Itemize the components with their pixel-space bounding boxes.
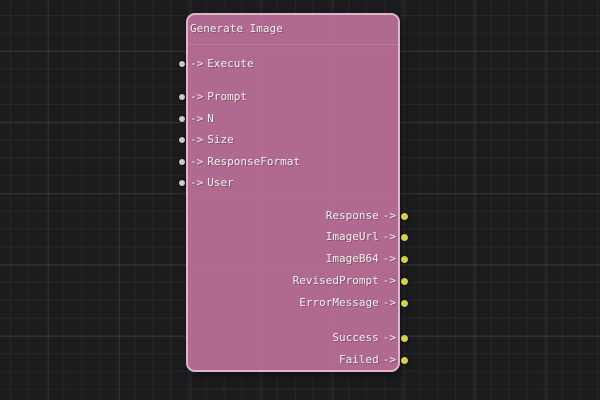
- input-pin-size[interactable]: [179, 137, 185, 143]
- input-label-size: Size: [207, 133, 234, 146]
- output-label-success: Success: [332, 331, 379, 344]
- pin-arrow-icon: ->: [382, 274, 396, 287]
- generate-image-node[interactable]: Generate Image -> Execute -> Prompt -> N…: [179, 13, 408, 372]
- pin-arrow-icon: ->: [190, 133, 204, 146]
- output-row-response: Response ->: [188, 208, 408, 224]
- input-label-responseformat: ResponseFormat: [207, 155, 300, 168]
- input-row-responseformat: -> ResponseFormat: [179, 154, 398, 170]
- input-row-size: -> Size: [179, 132, 398, 148]
- output-pin-response[interactable]: [401, 212, 408, 220]
- pin-arrow-icon: ->: [190, 112, 204, 125]
- output-pin-imageurl[interactable]: [401, 233, 408, 241]
- output-pin-imageb64[interactable]: [401, 255, 408, 263]
- output-pin-revisedprompt[interactable]: [401, 277, 408, 285]
- title-divider: [188, 44, 398, 45]
- input-row-n: -> N: [179, 111, 398, 127]
- pin-arrow-icon: ->: [382, 230, 396, 243]
- pin-arrow-icon: ->: [190, 155, 204, 168]
- input-label-n: N: [207, 112, 214, 125]
- output-pin-errormessage[interactable]: [401, 299, 408, 307]
- pin-arrow-icon: ->: [382, 331, 396, 344]
- output-row-imageurl: ImageUrl ->: [188, 229, 408, 245]
- pin-arrow-icon: ->: [190, 57, 204, 70]
- input-pin-user[interactable]: [179, 180, 185, 186]
- output-row-errormessage: ErrorMessage ->: [188, 295, 408, 311]
- output-label-revisedprompt: RevisedPrompt: [292, 274, 379, 287]
- output-label-errormessage: ErrorMessage: [299, 296, 379, 309]
- output-pin-failed[interactable]: [401, 356, 408, 364]
- pin-arrow-icon: ->: [382, 252, 396, 265]
- pin-arrow-icon: ->: [382, 353, 396, 366]
- input-label-user: User: [207, 176, 234, 189]
- input-pin-responseformat[interactable]: [179, 159, 185, 165]
- input-label-execute: Execute: [207, 57, 254, 70]
- input-row-prompt: -> Prompt: [179, 89, 398, 105]
- output-row-imageb64: ImageB64 ->: [188, 251, 408, 267]
- output-label-imageurl: ImageUrl: [325, 230, 379, 243]
- output-row-failed: Failed ->: [188, 352, 408, 368]
- pin-arrow-icon: ->: [190, 90, 204, 103]
- output-row-success: Success ->: [188, 330, 408, 346]
- node-title[interactable]: Generate Image: [190, 22, 283, 35]
- input-pin-prompt[interactable]: [179, 94, 185, 100]
- output-pin-success[interactable]: [401, 334, 408, 342]
- input-row-execute: -> Execute: [179, 56, 398, 72]
- output-label-failed: Failed: [339, 353, 379, 366]
- output-label-response: Response: [325, 209, 379, 222]
- input-pin-execute[interactable]: [179, 61, 185, 67]
- input-pin-n[interactable]: [179, 116, 185, 122]
- input-label-prompt: Prompt: [207, 90, 247, 103]
- pin-arrow-icon: ->: [382, 209, 396, 222]
- pin-arrow-icon: ->: [382, 296, 396, 309]
- pin-arrow-icon: ->: [190, 176, 204, 189]
- input-row-user: -> User: [179, 175, 398, 191]
- output-row-revisedprompt: RevisedPrompt ->: [188, 273, 408, 289]
- output-label-imageb64: ImageB64: [325, 252, 379, 265]
